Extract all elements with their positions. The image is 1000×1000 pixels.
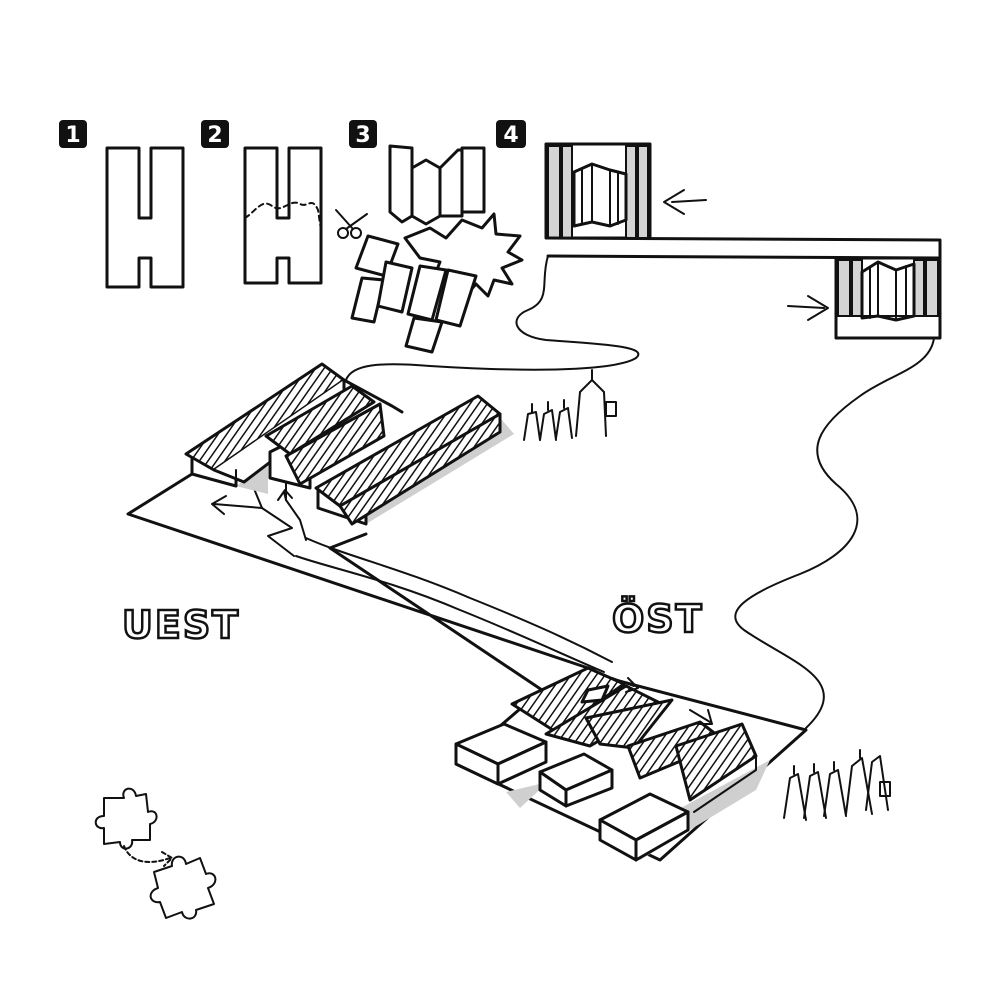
step-number-3: 3 xyxy=(355,123,370,148)
puzzle-piece-icon xyxy=(94,787,158,850)
cut-line xyxy=(244,201,322,231)
east-building-cluster xyxy=(454,666,770,862)
people-icon xyxy=(783,749,891,821)
module-right xyxy=(834,256,942,340)
h-shape-step-2 xyxy=(243,146,323,285)
arrow-icon xyxy=(663,189,707,215)
people-icon xyxy=(523,369,617,441)
west-label: UEST xyxy=(122,603,240,647)
east-label: ÖST xyxy=(612,597,704,641)
arrow-icon xyxy=(787,295,829,321)
arrow-icon xyxy=(611,677,713,725)
step-badge-1: 1 xyxy=(59,120,87,148)
west-winding-path xyxy=(345,255,640,381)
walkway xyxy=(295,537,613,673)
walkway-west xyxy=(247,473,307,557)
step-number-4: 4 xyxy=(503,123,518,148)
east-winding-path xyxy=(734,337,935,729)
step-badge-4: 4 xyxy=(496,120,526,148)
puzzle-piece-icon xyxy=(149,855,217,920)
broken-h-step-3 xyxy=(350,144,524,354)
h-shape-step-1 xyxy=(105,146,185,289)
puzzle-connector-arrow xyxy=(123,845,173,867)
connector-strip xyxy=(546,236,942,260)
step-badge-2: 2 xyxy=(201,120,229,148)
step-number-1: 1 xyxy=(65,123,80,148)
step-badge-3: 3 xyxy=(349,120,377,148)
module-step-4 xyxy=(544,142,652,240)
scissors-icon xyxy=(335,209,368,239)
arrow-icon xyxy=(211,489,293,515)
west-building-cluster xyxy=(184,362,514,526)
step-number-2: 2 xyxy=(207,123,222,148)
